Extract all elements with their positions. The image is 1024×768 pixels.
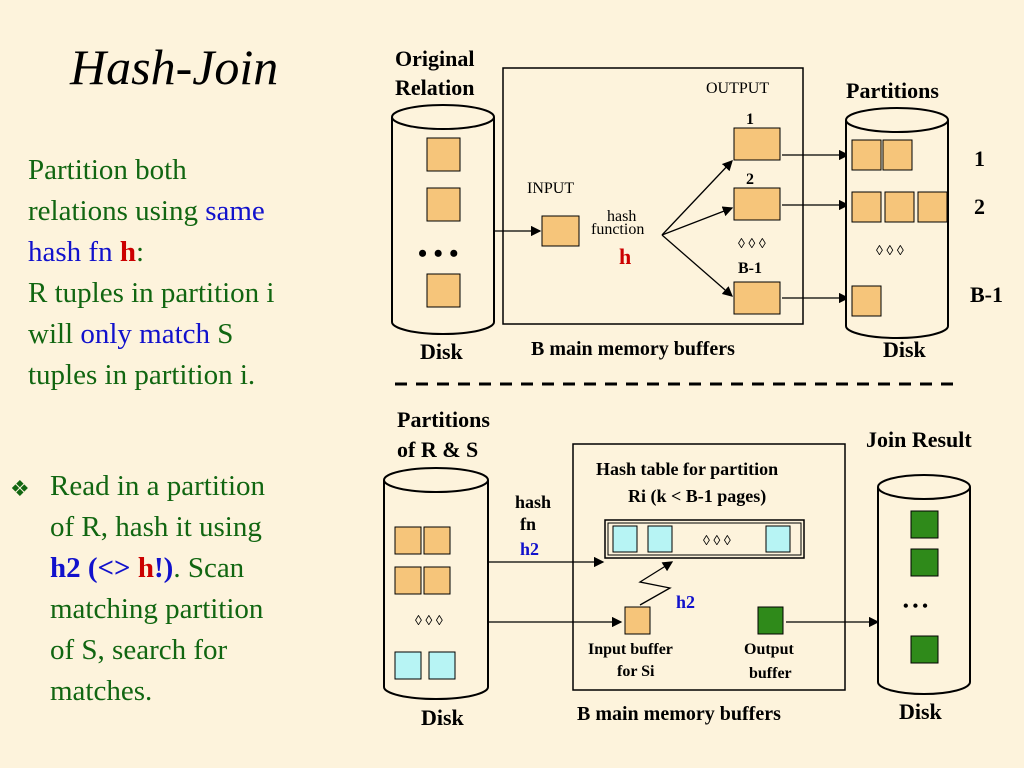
para2-line2: of R, hash it using <box>50 511 262 543</box>
partition-2-page <box>917 191 948 223</box>
slide-title: Hash-Join <box>70 39 279 95</box>
hash-to-outputbm1-arrow <box>661 234 733 297</box>
hash-fn-h2: h2 <box>520 539 539 559</box>
hash-to-output1-arrow <box>661 160 733 236</box>
partition-2-page <box>884 191 915 223</box>
r-partition-page <box>394 526 422 555</box>
hash-bucket <box>647 525 673 553</box>
bottom-disk-right-label: Disk <box>899 699 943 724</box>
s-partition-page <box>428 651 456 680</box>
hash-bucket <box>765 525 791 553</box>
top-disk-left-label: Disk <box>420 339 464 364</box>
output-ellipsis: ◊ ◊ ◊ <box>738 237 766 252</box>
partition-1-page <box>882 139 913 171</box>
para1-line2: relations using same <box>28 195 265 227</box>
function-label: function <box>591 221 644 238</box>
partitions-rs-label-1: Partitions <box>397 407 490 432</box>
partition-2-page <box>851 191 882 223</box>
para1-line1: Partition both <box>28 154 187 186</box>
partition-description: Partition both relations using same hash… <box>28 150 368 396</box>
output-buffer-bm1-label: B-1 <box>738 260 762 277</box>
top-disk-right-label: Disk <box>883 337 927 362</box>
para2-line6: matches. <box>50 675 153 707</box>
hash-fn-label-2: fn <box>520 514 536 534</box>
bottom-right-disk: • • • <box>877 474 971 695</box>
hash-label: hash <box>607 208 636 225</box>
r-partition-page <box>423 566 451 595</box>
bottom-buffers-label: B main memory buffers <box>577 703 781 725</box>
bottom-memory-buffers-box <box>572 443 846 691</box>
rs-partition-ellipsis: ◊ ◊ ◊ <box>415 614 443 629</box>
join-result-page <box>910 548 939 577</box>
r-partition-page <box>423 526 451 555</box>
probe-h2: h2 <box>676 592 695 612</box>
input-buffer-label-2: for Si <box>617 663 655 680</box>
top-buffers-label: B main memory buffers <box>531 338 735 360</box>
input-buffer-si <box>624 606 651 635</box>
para2-line5: of S, search for <box>50 634 228 666</box>
relation-page <box>426 187 461 222</box>
probe-description: Read in a partition of R, hash it using … <box>50 466 380 712</box>
hash-to-output2-arrow <box>661 206 734 236</box>
output-buffer-2 <box>733 187 781 221</box>
original-relation-label-2: Relation <box>395 75 474 100</box>
partition-1-label: 1 <box>974 146 985 171</box>
hash-bucket-ellipsis: ◊ ◊ ◊ <box>703 534 731 549</box>
para1-line5: will only match S <box>28 318 234 350</box>
top-memory-buffers-box <box>502 67 804 325</box>
partition-ellipsis: ◊ ◊ ◊ <box>876 244 904 259</box>
para2-line4: matching partition <box>50 593 264 625</box>
hash-table: ◊ ◊ ◊ <box>604 519 805 559</box>
hash-table-label-1: Hash table for partition <box>596 459 778 479</box>
bottom-disk-left-label: Disk <box>421 705 465 730</box>
original-relation-label-1: Original <box>395 46 474 71</box>
join-result-label: Join Result <box>866 427 972 452</box>
output-buffer-bm1 <box>733 281 781 315</box>
output-label: OUTPUT <box>706 80 769 97</box>
r-partition-page <box>394 566 422 595</box>
partitions-rs-label-2: of R & S <box>397 437 478 462</box>
s-partition-page <box>394 651 422 680</box>
para1-line3: hash fn h: <box>28 236 145 268</box>
probe-zigzag-arrow <box>638 561 674 606</box>
top-left-disk: • • • <box>391 104 495 335</box>
bullet-diamond-icon: ❖ <box>10 476 30 501</box>
hash-fn-label-1: hash <box>515 492 551 512</box>
input-buffer <box>541 215 580 247</box>
input-buffer-label-1: Input buffer <box>588 641 673 658</box>
bottom-left-disk: ◊ ◊ ◊ <box>383 467 489 700</box>
hash-function-h: h <box>619 244 631 269</box>
input-label: INPUT <box>527 180 574 197</box>
output-buffer-join <box>757 606 784 635</box>
para1-line4: R tuples in partition i <box>28 277 275 309</box>
para2-line1: Read in a partition <box>50 470 266 502</box>
partition-bm1-page <box>851 285 882 317</box>
join-result-page <box>910 510 939 539</box>
partitions-label: Partitions <box>846 78 939 103</box>
top-right-disk: ◊ ◊ ◊ <box>845 107 949 339</box>
relation-page <box>426 137 461 172</box>
relation-page <box>426 273 461 308</box>
partition-bm1-label: B-1 <box>970 282 1003 307</box>
hash-table-label-2: Ri (k < B-1 pages) <box>628 486 766 507</box>
partition-2-label: 2 <box>974 194 985 219</box>
output-buffer-label-2: buffer <box>749 665 792 682</box>
output-buffer-1 <box>733 127 781 161</box>
relation-ellipsis: • • • <box>418 239 458 268</box>
hash-bucket <box>612 525 638 553</box>
join-result-ellipsis: • • • <box>903 598 928 615</box>
para2-line3: h2 (<> h!). Scan <box>50 552 245 584</box>
para1-line6: tuples in partition i. <box>28 359 256 391</box>
partition-1-page <box>851 139 882 171</box>
output-buffer-1-label: 1 <box>746 111 754 128</box>
output-buffer-label-1: Output <box>744 641 794 658</box>
join-result-page <box>910 635 939 664</box>
output-buffer-2-label: 2 <box>746 171 754 188</box>
